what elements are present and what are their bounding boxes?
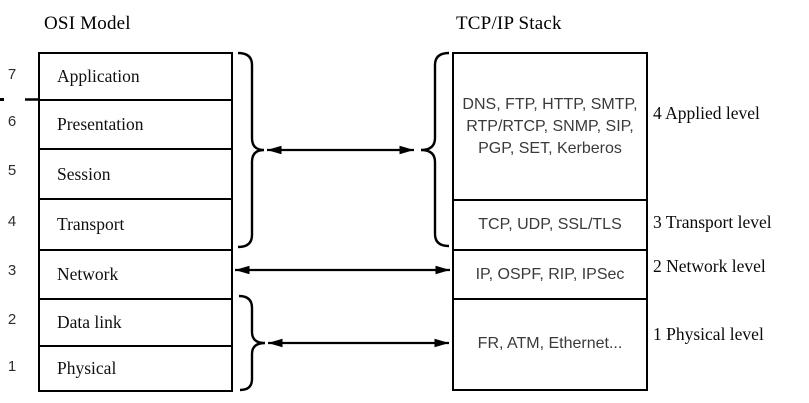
osi-layer-number-4: 4: [7, 213, 17, 230]
label-transport-level: 3 Transport level: [653, 212, 772, 232]
osi-layer-presentation: Presentation: [40, 99, 231, 148]
tcpip-stack-box: DNS, FTP, HTTP, SMTP, RTP/RTCP, SNMP, SI…: [452, 52, 648, 391]
label-applied-level: 4 Applied level: [653, 103, 760, 123]
tcpip-level-network-protocols: IP, OSPF, RIP, IPSec: [454, 249, 646, 298]
upper-left-brace-icon: [237, 51, 265, 249]
tcpip-level-physical-protocols: FR, ATM, Ethernet...: [454, 298, 646, 388]
osi-layer-number-7: 7: [7, 66, 17, 83]
osi-layer-number-1: 1: [7, 358, 17, 375]
osi-layer-session: Session: [40, 148, 231, 198]
osi-layer-number-3: 3: [7, 262, 17, 279]
osi-layer-network: Network: [40, 249, 231, 298]
tcpip-level-applied-protocols: DNS, FTP, HTTP, SMTP, RTP/RTCP, SNMP, SI…: [462, 95, 638, 157]
label-network-level: 2 Network level: [653, 256, 766, 276]
osi-layer-transport: Transport: [40, 198, 231, 249]
osi-layer-number-6: 6: [7, 113, 17, 130]
osi-title: OSI Model: [44, 13, 131, 34]
osi-layer-number-2: 2: [7, 311, 17, 328]
label-physical-level: 1 Physical level: [653, 324, 764, 344]
osi-layer-physical: Physical: [40, 345, 231, 389]
upper-right-brace-icon: [420, 51, 450, 248]
osi-layer-application: Application: [57, 66, 140, 86]
lower-left-brace-icon: [238, 294, 266, 392]
osi-layer-datalink: Data link: [40, 298, 231, 345]
osi-layer-number-5: 5: [7, 162, 17, 179]
tcpip-title: TCP/IP Stack: [456, 13, 562, 34]
tcpip-level-transport-protocols: TCP, UDP, SSL/TLS: [454, 199, 646, 249]
osi-stack-box: Application Presentation Session Transpo…: [38, 52, 233, 392]
